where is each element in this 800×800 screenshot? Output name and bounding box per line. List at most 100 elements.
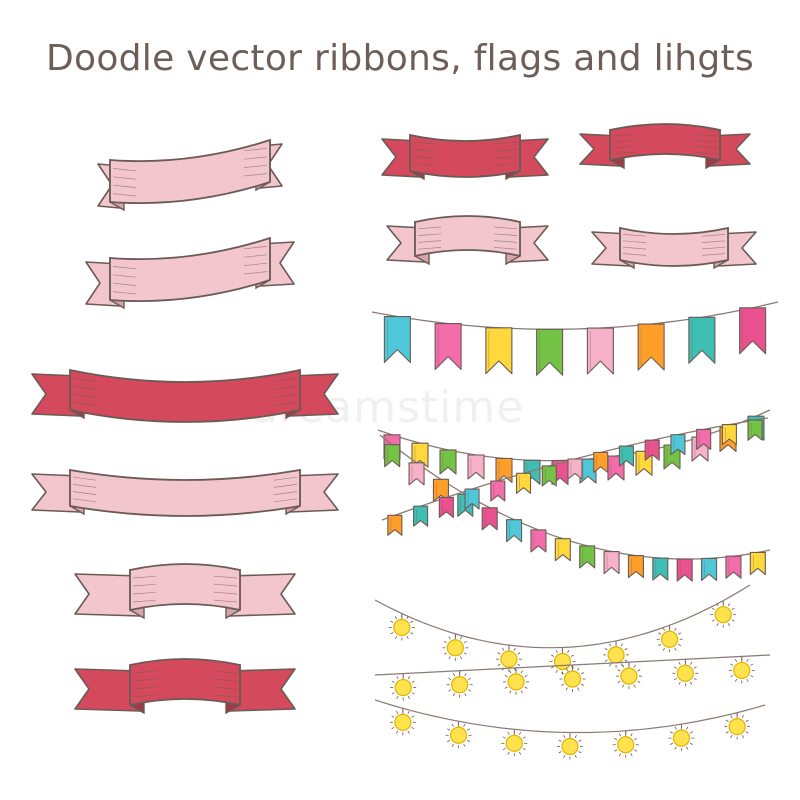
light-ray xyxy=(468,689,472,692)
ribbon-hatch xyxy=(72,401,97,406)
light-ray xyxy=(464,673,467,677)
light-bulb xyxy=(617,736,635,754)
bunting-flag xyxy=(644,439,660,461)
light-ray xyxy=(464,693,467,697)
bunting-flag xyxy=(495,457,513,484)
ribbon-banner xyxy=(74,658,296,715)
light-ray xyxy=(716,623,719,627)
light-ray xyxy=(669,731,673,734)
light-ray xyxy=(580,683,584,686)
ribbon-hatch xyxy=(243,271,268,275)
light-ray xyxy=(570,654,574,657)
ribbon-hatch xyxy=(213,599,238,603)
light-ray xyxy=(686,726,689,730)
light-ray xyxy=(633,684,636,688)
light-ray xyxy=(750,663,754,666)
light-ray xyxy=(577,687,580,691)
light-ray xyxy=(678,643,682,647)
ribbon-hatch xyxy=(412,149,437,152)
light-ray xyxy=(711,619,715,622)
light-ray xyxy=(509,690,512,694)
bunting-flag xyxy=(438,496,454,518)
ribbon-hatch xyxy=(493,163,518,166)
light-ray xyxy=(693,677,697,681)
light-ray xyxy=(411,726,415,730)
light-ray xyxy=(674,726,677,730)
ribbon-hatch xyxy=(612,133,637,137)
ribbon-hatch xyxy=(243,148,268,152)
ribbon-hatch xyxy=(72,393,97,398)
ribbon-hatch xyxy=(273,498,298,503)
ribbon-hatch xyxy=(622,253,647,256)
ribbon-hatch xyxy=(493,233,518,236)
light-ray xyxy=(622,684,625,688)
light-ray xyxy=(390,632,394,635)
light-ray xyxy=(507,751,510,755)
ribbon-hatch xyxy=(132,670,157,674)
light-ray xyxy=(406,616,409,620)
ribbon-hatch xyxy=(132,678,157,682)
light-bulb xyxy=(607,646,625,664)
light-ray xyxy=(746,658,749,662)
light-ray xyxy=(741,715,744,719)
light-ray xyxy=(448,656,451,660)
light-ray xyxy=(693,666,697,669)
ribbon-hatch xyxy=(417,233,442,236)
light-ray xyxy=(502,736,506,739)
ribbon-hatch xyxy=(622,240,647,243)
light-ray xyxy=(407,730,410,734)
light-ray xyxy=(448,636,451,640)
light-ray xyxy=(634,737,638,741)
light-ray xyxy=(746,678,749,682)
ribbon-hatch xyxy=(112,193,137,197)
ribbon-hatch xyxy=(417,240,442,243)
light-ray xyxy=(460,636,463,640)
light-ray xyxy=(633,664,636,668)
light-ray xyxy=(448,689,452,692)
light-ray xyxy=(731,607,735,611)
bunting-flag xyxy=(652,557,669,581)
ribbon-banner xyxy=(386,215,549,266)
light-ray xyxy=(617,680,621,683)
bunting-flag xyxy=(721,424,737,446)
light-ray xyxy=(658,643,662,647)
bunting-flag xyxy=(688,316,716,364)
ribbon-hatch xyxy=(493,141,518,145)
ribbon-hatch xyxy=(412,156,437,159)
light-ray xyxy=(407,696,411,700)
ribbon-banner xyxy=(381,133,549,181)
ribbon-hatch xyxy=(273,401,298,406)
ribbon-hatch xyxy=(273,476,298,481)
ribbon-banner xyxy=(31,468,339,517)
ribbon-hatch xyxy=(243,262,268,266)
bunting-flag xyxy=(725,555,742,579)
light-ray xyxy=(690,681,693,685)
light-ray xyxy=(727,623,731,627)
light-ray xyxy=(745,731,749,734)
light-ray xyxy=(411,692,415,695)
light-ray xyxy=(716,603,719,607)
light-ray xyxy=(513,647,516,651)
light-ray xyxy=(662,627,665,631)
bunting-garland xyxy=(381,417,769,536)
ribbon-hatch xyxy=(412,141,437,145)
light-ray xyxy=(460,656,463,660)
light-ray xyxy=(518,751,522,755)
light-ray xyxy=(518,731,522,735)
ribbon-body xyxy=(129,658,241,706)
light-ray xyxy=(745,719,749,722)
light-ray xyxy=(463,723,466,727)
ribbon-hatch xyxy=(243,246,268,250)
bunting-flag xyxy=(384,444,401,468)
light-ray xyxy=(630,753,633,757)
light-ray xyxy=(711,607,715,611)
bunting-flag xyxy=(747,419,763,441)
bunting-flag xyxy=(579,545,596,569)
bunting-flag xyxy=(481,507,498,531)
page-title: Doodle vector ribbons, flags and lihgts xyxy=(45,38,755,79)
light-ray xyxy=(447,739,451,743)
ribbon-hatch xyxy=(132,591,157,595)
light-ray xyxy=(678,661,681,665)
ribbon-hatch xyxy=(701,240,726,243)
